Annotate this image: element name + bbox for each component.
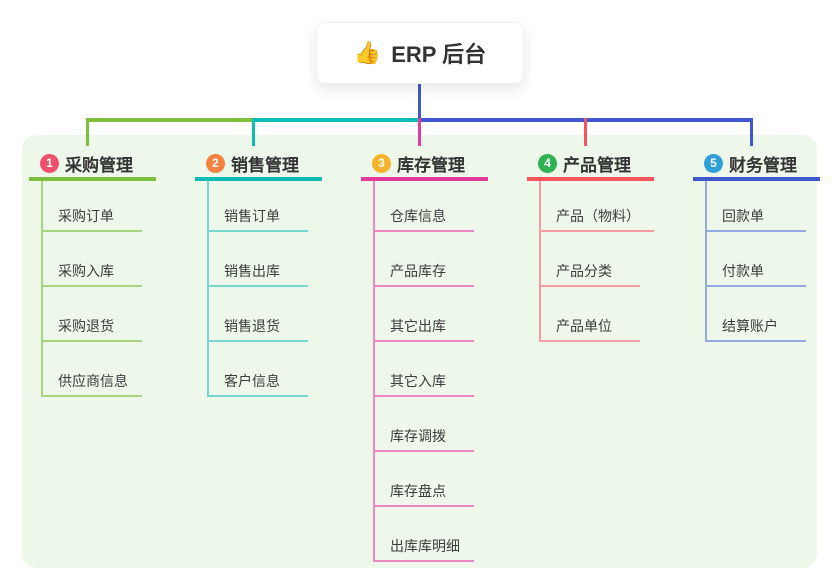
branch-number-badge: 5: [704, 153, 723, 173]
mindmap-node[interactable]: 采购入库: [42, 264, 142, 287]
branch-trunk-line: [41, 181, 43, 397]
branch-number-badge: 4: [538, 153, 557, 173]
branch-number-badge: 2: [206, 153, 225, 173]
mindmap-node[interactable]: 其它出库: [374, 319, 474, 342]
mindmap-node[interactable]: 其它入库: [374, 374, 474, 397]
mindmap-node[interactable]: 产品（物料）: [540, 209, 654, 232]
mindmap-node[interactable]: 产品库存: [374, 264, 474, 287]
mindmap-node[interactable]: 结算账户: [706, 319, 806, 342]
branch-number-badge: 1: [40, 153, 59, 173]
drop-line-purchase: [85, 118, 89, 146]
branch-title: 库存管理: [397, 155, 465, 175]
branch-inventory-header[interactable]: 3 库存管理: [361, 149, 488, 181]
mindmap-node[interactable]: 产品单位: [540, 319, 640, 342]
branch-title: 产品管理: [563, 155, 631, 175]
bus-line-purchase: [85, 118, 255, 122]
branch-title: 采购管理: [65, 155, 133, 175]
mindmap-node[interactable]: 客户信息: [208, 374, 308, 397]
mindmap-node[interactable]: 库存调拨: [374, 429, 474, 452]
branch-finance-header[interactable]: 5 财务管理: [693, 149, 820, 181]
thumbs-up-icon: 👍: [353, 40, 382, 65]
mindmap-node[interactable]: 采购退货: [42, 319, 142, 342]
branch-number-badge: 3: [372, 153, 391, 173]
branches-background-panel: [22, 135, 817, 568]
mindmap-node[interactable]: 回款单: [706, 209, 806, 232]
mindmap-node[interactable]: 付款单: [706, 264, 806, 287]
branch-title: 销售管理: [231, 155, 299, 175]
branch-sales-header[interactable]: 2 销售管理: [195, 149, 322, 181]
mindmap-node[interactable]: 出库库明细: [374, 539, 474, 562]
branch-trunk-line: [373, 181, 375, 562]
root-node[interactable]: 👍 ERP 后台: [316, 22, 524, 84]
mindmap-node[interactable]: 库存盘点: [374, 484, 474, 507]
mindmap-node[interactable]: 采购订单: [42, 209, 142, 232]
branch-trunk-line: [705, 181, 707, 342]
mindmap-node[interactable]: 供应商信息: [42, 374, 142, 397]
bus-line-sales: [251, 118, 421, 122]
branch-trunk-line: [207, 181, 209, 397]
drop-line-finance: [749, 118, 753, 146]
branch-product-header[interactable]: 4 产品管理: [527, 149, 654, 181]
mindmap-node[interactable]: 销售退货: [208, 319, 308, 342]
drop-line-sales: [251, 118, 255, 146]
mindmap-node[interactable]: 销售出库: [208, 264, 308, 287]
branch-trunk-line: [539, 181, 541, 342]
root-connector-line: [417, 83, 421, 119]
mindmap-node[interactable]: 销售订单: [208, 209, 308, 232]
branch-purchase-header[interactable]: 1 采购管理: [29, 149, 156, 181]
mindmap-node[interactable]: 产品分类: [540, 264, 640, 287]
mindmap-node[interactable]: 仓库信息: [374, 209, 474, 232]
drop-line-inventory: [417, 118, 421, 146]
branch-title: 财务管理: [729, 155, 797, 175]
root-title: ERP 后台: [391, 42, 487, 67]
drop-line-product: [583, 118, 587, 146]
